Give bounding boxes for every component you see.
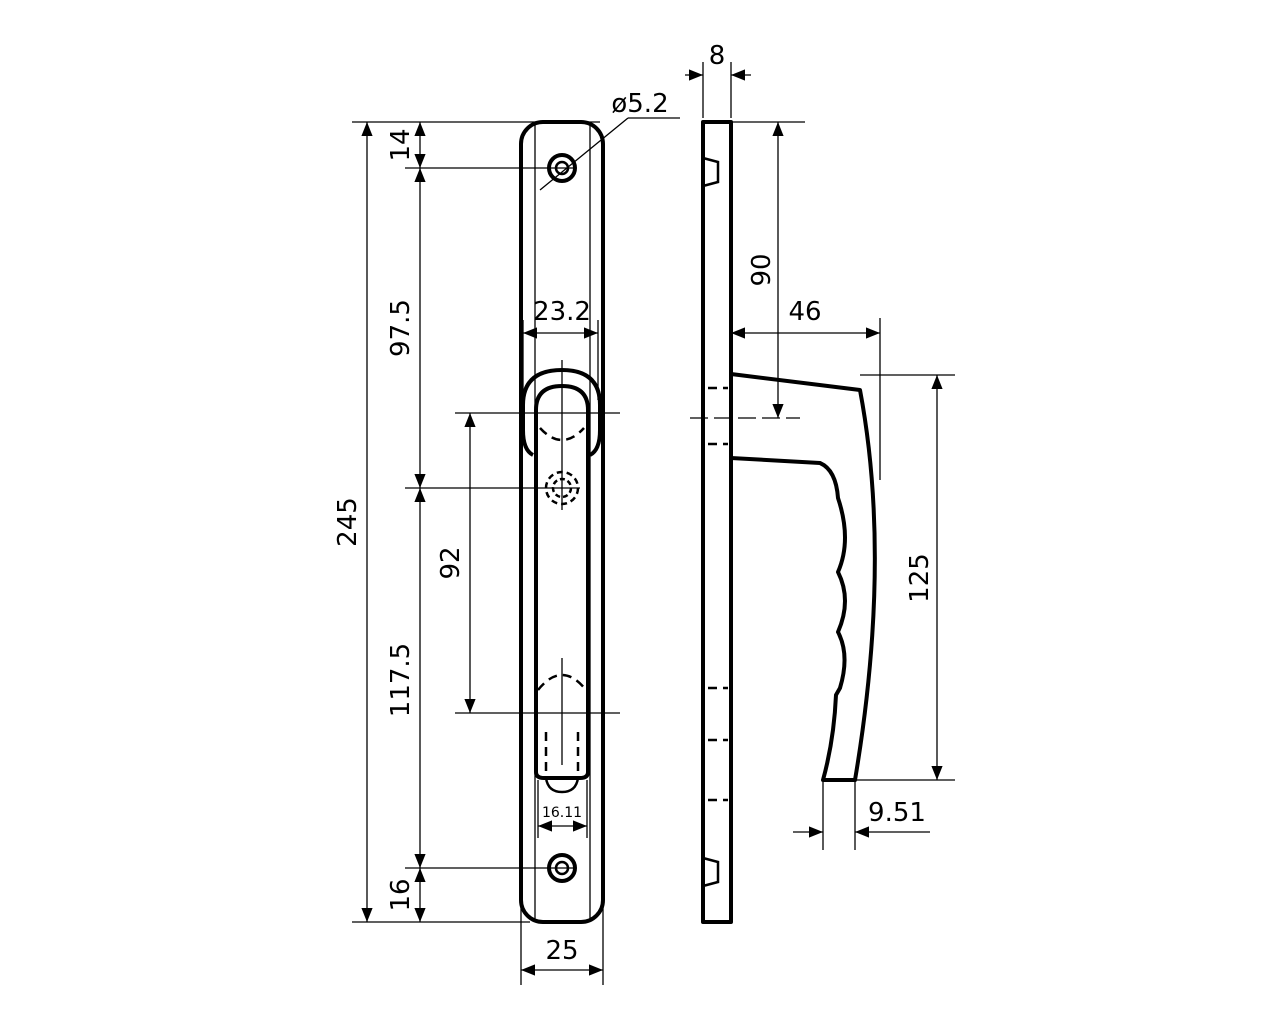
side-plate — [701, 120, 733, 924]
dim-lever-end-width: 9.51 — [868, 798, 926, 828]
dim-hole-diameter: ø5.2 — [611, 89, 668, 119]
back-plate — [519, 120, 605, 924]
dim-spindle-to-bottom-hole: 117.5 — [386, 643, 416, 717]
dim-plate-width: 25 — [545, 936, 578, 966]
side-view — [690, 120, 877, 924]
dim-lever-tip-width: 16.11 — [542, 805, 582, 821]
lever-profile — [730, 372, 877, 782]
dim-lever-length: 125 — [905, 553, 935, 603]
front-dimensions: 245 14 97.5 117.5 16 92 23.2 25 16.11 ø5… — [333, 89, 680, 985]
dim-bottom-hole-offset: 16 — [386, 878, 416, 911]
side-dimensions: 8 90 46 125 9.51 — [685, 41, 955, 850]
dim-top-hole-offset: 14 — [386, 128, 416, 161]
lever — [534, 384, 590, 780]
front-view — [405, 120, 620, 924]
dim-overall-height: 245 — [333, 497, 363, 547]
dim-projection: 46 — [788, 297, 821, 327]
dim-plate-thickness: 8 — [709, 41, 726, 71]
dim-hole-to-spindle: 97.5 — [386, 299, 416, 357]
dim-handle-span: 92 — [436, 546, 466, 579]
dim-rose-width: 23.2 — [533, 297, 591, 327]
dim-top-to-spindle-side: 90 — [747, 253, 777, 286]
